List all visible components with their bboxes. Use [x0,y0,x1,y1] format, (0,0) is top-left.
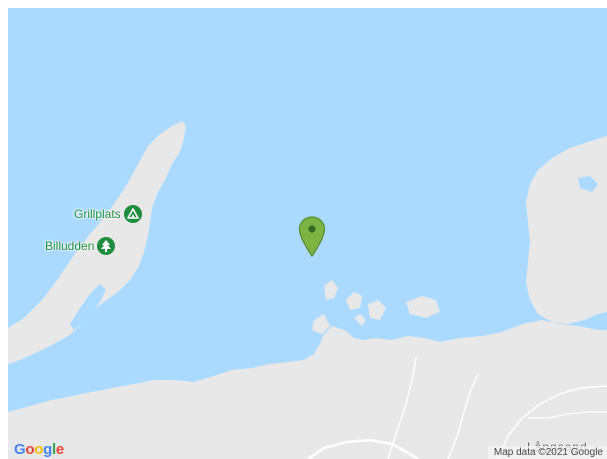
islet [368,300,386,320]
islet [406,296,440,318]
islet [346,292,362,310]
logo-letter: e [55,441,64,458]
spit-lagoon [70,284,106,330]
logo-letter: G [14,441,26,458]
islet [220,376,232,388]
poi-grillplats[interactable]: Grillplats [74,205,142,223]
eastern-inlet [578,176,598,192]
road [447,373,479,459]
map-base-layer [8,8,607,459]
road [387,357,417,459]
billudden-peninsula [8,121,186,364]
poi-billudden[interactable]: Billudden [45,237,116,255]
islet [354,314,366,326]
logo-letter: l [52,441,56,458]
campground-icon [123,205,142,223]
google-logo[interactable]: Google [14,441,64,458]
map-attribution[interactable]: Map data ©2021 Google [487,446,607,459]
logo-letter: o [25,441,35,458]
islet [312,314,330,334]
poi-billudden-label: Billudden [45,239,95,253]
logo-letter: g [43,441,52,458]
map-pin-icon[interactable] [298,216,326,258]
map-canvas[interactable]: Grillplats Billudden Långsand Google Map… [8,8,607,459]
logo-letter: o [34,441,44,458]
road [528,411,607,419]
southern-mainland [8,320,607,459]
tree-icon [97,237,116,255]
poi-grillplats-label: Grillplats [74,207,121,221]
road [307,438,419,459]
islet [104,402,114,412]
road [497,385,607,459]
islet [324,280,338,300]
